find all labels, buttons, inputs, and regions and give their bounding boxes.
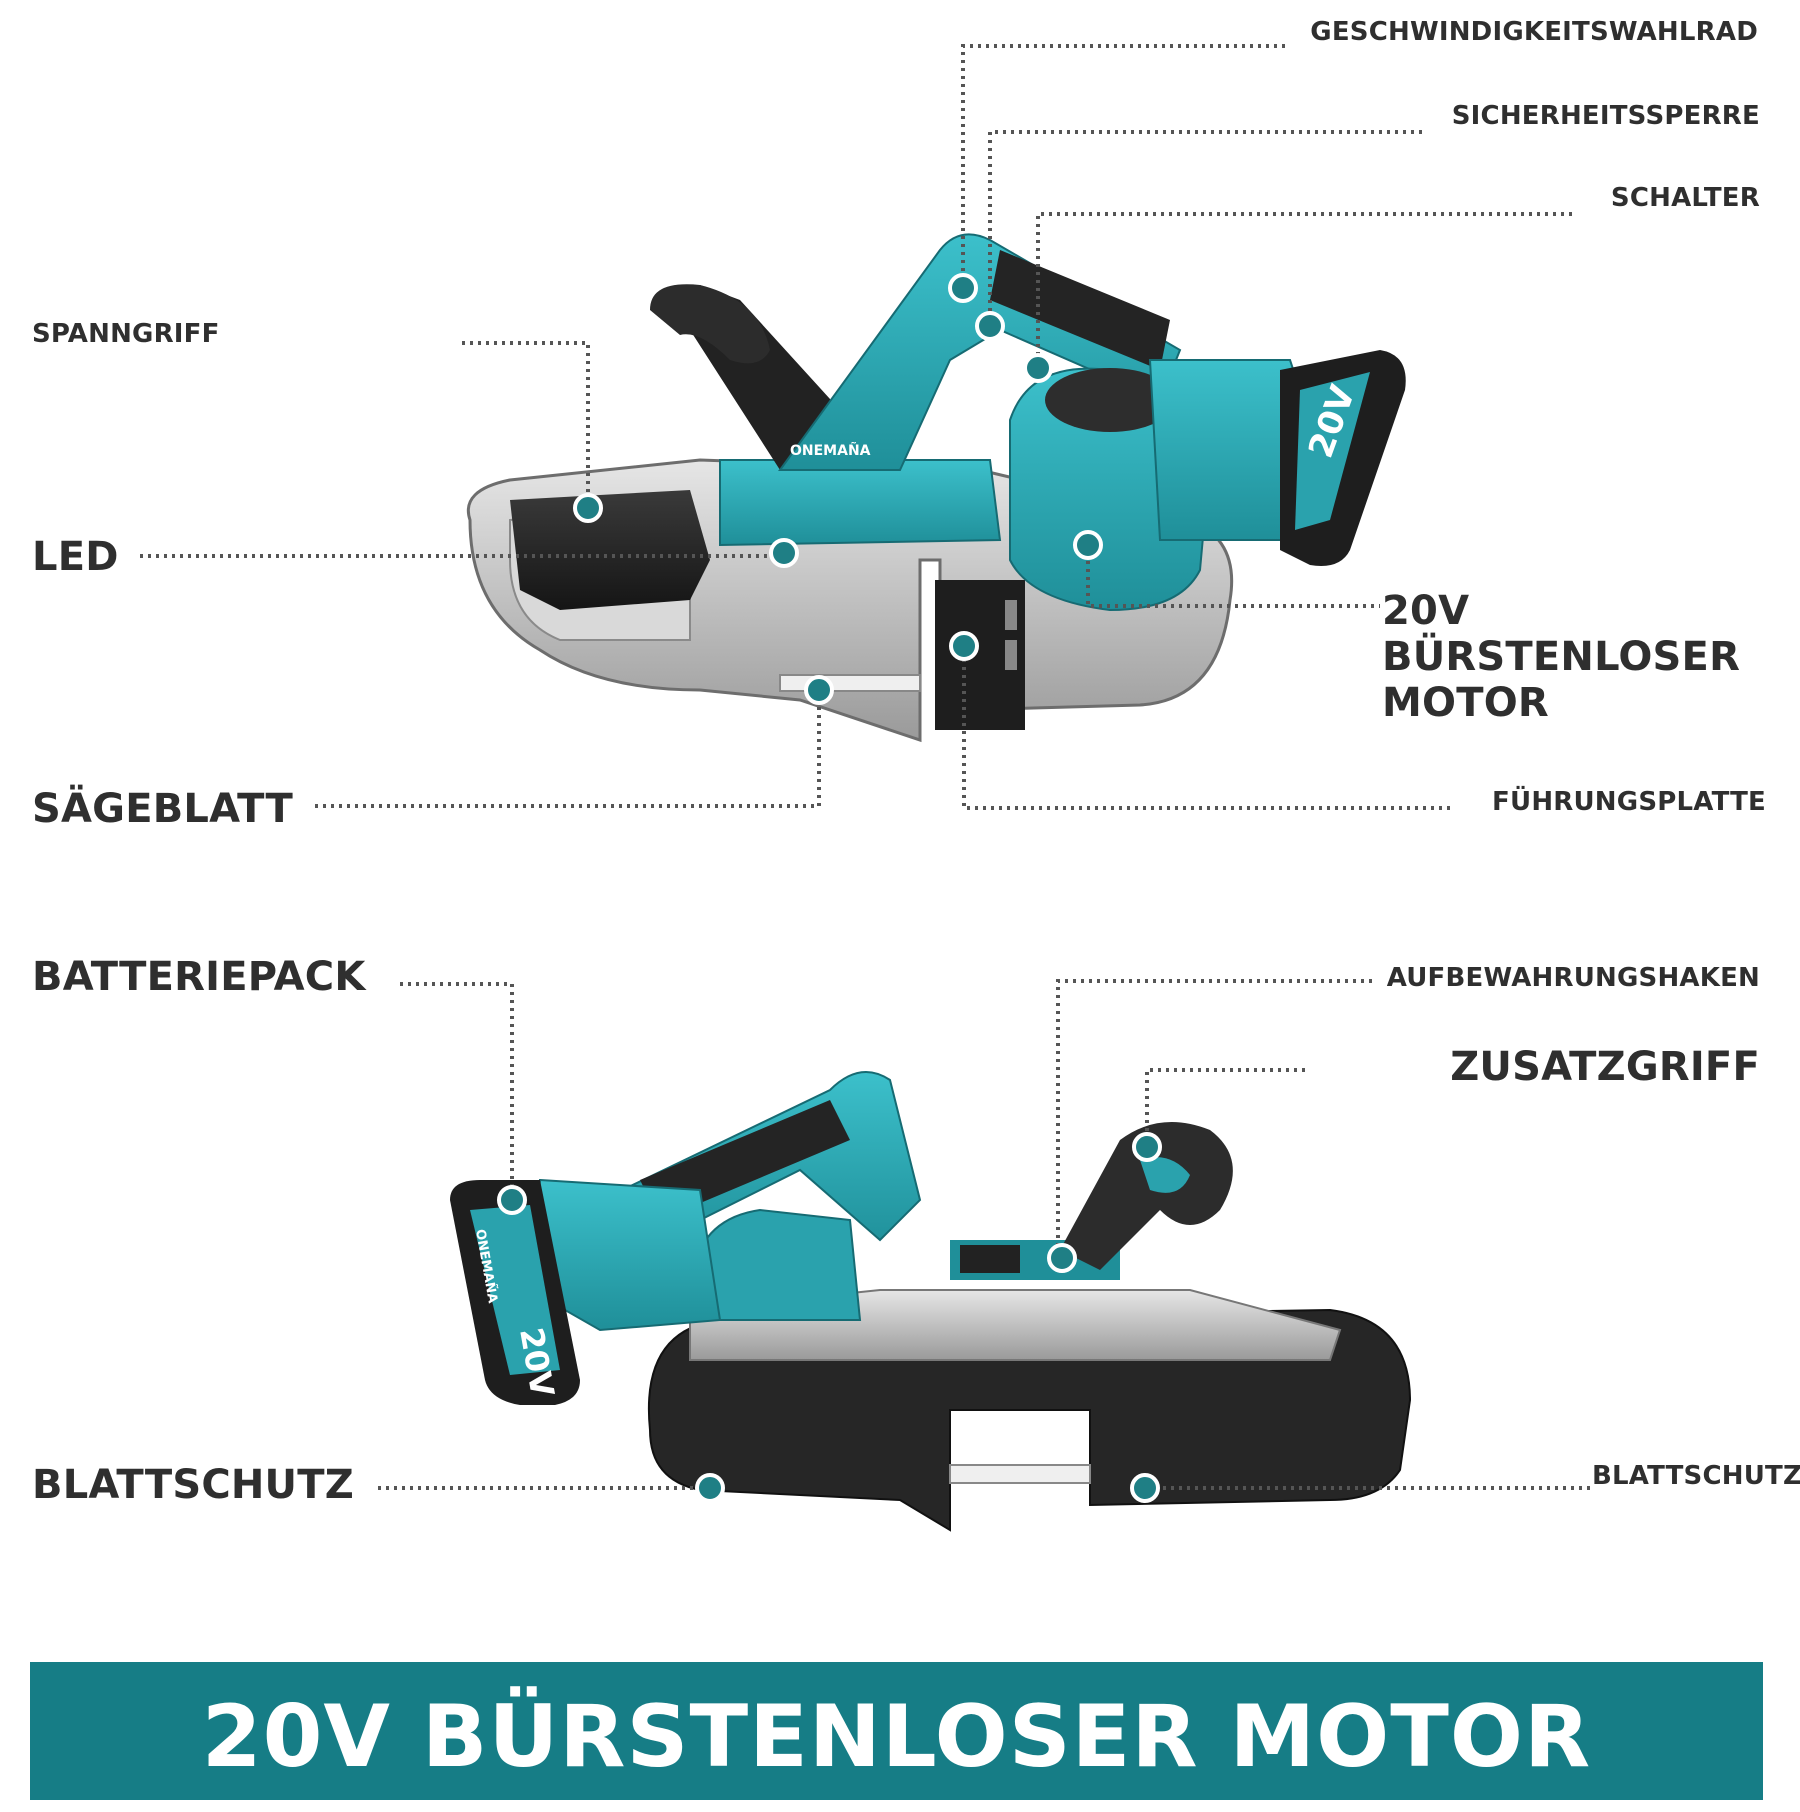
bottom-tool-view: 20V ONEMAÑA: [450, 1071, 1412, 1532]
label-saw-blade: SÄGEBLATT: [32, 786, 294, 832]
leader-battery-pack: [400, 982, 514, 1200]
top-motor-vent: [1045, 368, 1175, 432]
label-guide-plate: FÜHRUNGSPLATTE: [1492, 787, 1766, 817]
callout-dots: [497, 273, 1162, 1503]
bottom-saw-blade: [949, 1464, 1091, 1484]
top-body-base: [719, 459, 1002, 547]
dot-blade-guard-right: [1130, 1473, 1160, 1503]
top-aux-handle: [650, 284, 770, 364]
label-switch: SCHALTER: [1610, 183, 1760, 213]
label-blade-guard-left: BLATTSCHUTZ: [32, 1462, 354, 1508]
leader-lines: [140, 44, 1590, 1490]
leader-switch: [1036, 212, 1572, 368]
leader-storage-hook: [1056, 979, 1372, 1258]
label-safety-lock: SICHERHEITSSPERRE: [1451, 101, 1760, 131]
label-tension-handle: SPANNGRIFF: [32, 319, 220, 349]
top-led-head: [510, 490, 710, 610]
leader-tension-handle: [462, 341, 590, 508]
leader-aux-handle: [1145, 1068, 1305, 1147]
dot-tension-handle: [573, 493, 603, 523]
dot-saw-blade: [804, 675, 834, 705]
label-led: LED: [32, 534, 119, 580]
banner-title: 20V BÜRSTENLOSER MOTOR: [201, 1687, 1592, 1787]
footer-banner: 20V BÜRSTENLOSER MOTOR: [30, 1662, 1763, 1800]
bottom-blade-housing: [647, 1308, 1412, 1532]
label-motor: 20V BÜRSTENLOSER MOTOR: [1382, 588, 1741, 726]
dot-battery-pack: [497, 1185, 527, 1215]
leader-safety-lock: [988, 130, 1422, 326]
dot-safety-lock: [975, 311, 1005, 341]
label-battery-pack: BATTERIEPACK: [32, 954, 366, 1000]
top-tool-view: 20V ONEMAÑA: [467, 233, 1406, 743]
label-speed-dial: GESCHWINDIGKEITSWAHLRAD: [1310, 17, 1758, 47]
dot-led: [769, 538, 799, 568]
bottom-aux-handle: [1060, 1122, 1233, 1270]
dot-aux-handle: [1132, 1132, 1162, 1162]
dot-switch: [1023, 353, 1053, 383]
dot-blade-guard-left: [695, 1473, 725, 1503]
leader-guide-plate: [962, 646, 1450, 810]
label-storage-hook: AUFBEWAHRUNGSHAKEN: [1386, 963, 1760, 993]
leader-speed-dial: [961, 44, 1285, 288]
label-blade-guard-right: BLATTSCHUTZ: [1592, 1461, 1800, 1491]
top-saw-blade: [779, 674, 921, 692]
label-aux-handle: ZUSATZGRIFF: [1450, 1044, 1760, 1090]
top-brand-logo: ONEMAÑA: [790, 442, 871, 459]
top-black-grip: [990, 250, 1170, 370]
dot-motor: [1073, 530, 1103, 560]
dot-speed-dial: [948, 273, 978, 303]
leader-saw-blade: [315, 690, 821, 808]
dot-guide-plate: [949, 631, 979, 661]
dot-storage-hook: [1047, 1243, 1077, 1273]
